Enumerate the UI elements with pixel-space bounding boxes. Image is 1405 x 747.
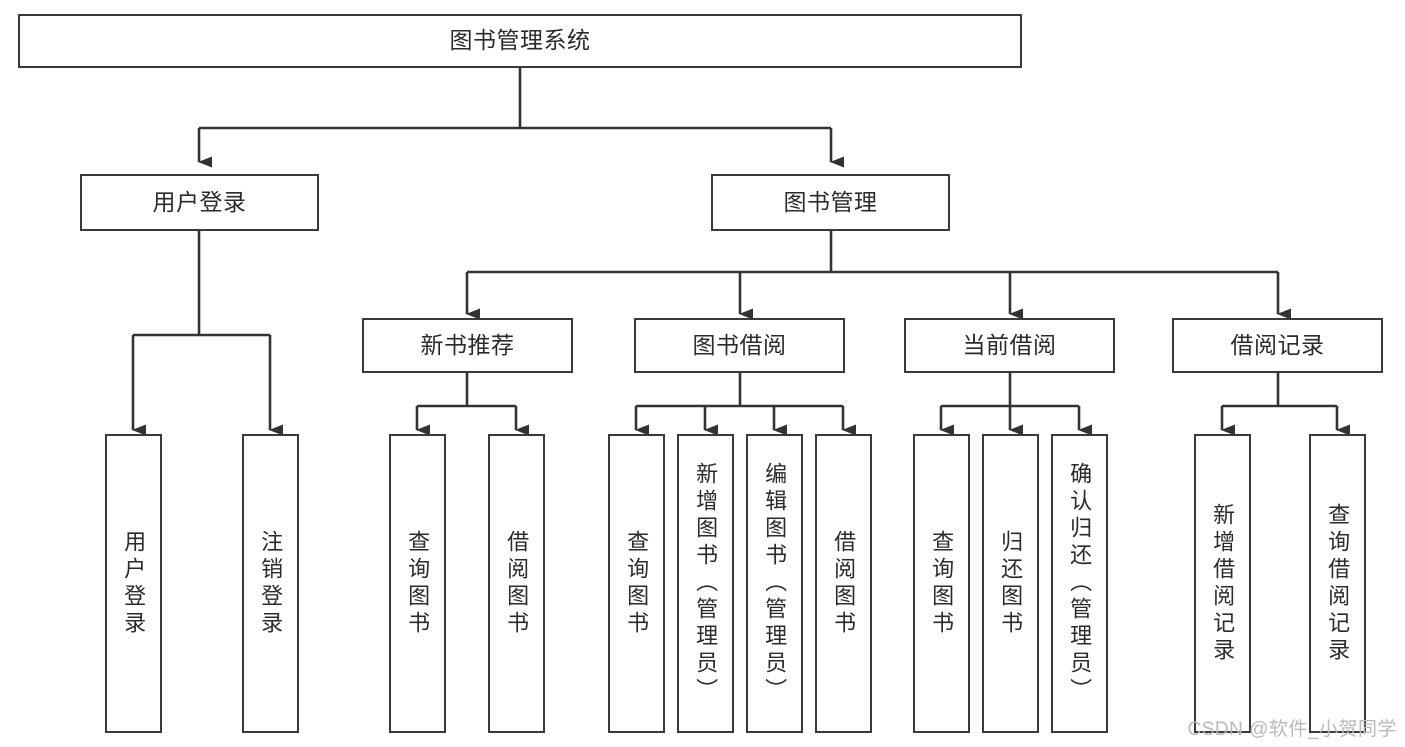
node-user-login[interactable]: 用户登录	[80, 174, 319, 231]
node-new-book-rec[interactable]: 新书推荐	[362, 318, 573, 373]
node-leaf-query-book-2[interactable]: 查询图书	[608, 434, 665, 733]
node-current-borrow-label: 当前借阅	[962, 331, 1057, 358]
node-leaf-add-book-label: 新增图书（管理员）	[693, 462, 719, 705]
node-leaf-return-book[interactable]: 归还图书	[982, 434, 1039, 733]
node-leaf-add-book[interactable]: 新增图书（管理员）	[677, 434, 734, 733]
node-leaf-borrow-book-1-label: 借阅图书	[504, 529, 530, 638]
node-leaf-borrow-book-2-label: 借阅图书	[831, 529, 857, 638]
csdn-watermark: CSDN @软件_小贺同学	[1187, 719, 1397, 740]
node-leaf-logout-login-label: 注销登录	[258, 529, 284, 638]
node-book-manage[interactable]: 图书管理	[711, 174, 950, 231]
node-leaf-return-book-label: 归还图书	[998, 529, 1024, 638]
node-borrow-record-label: 借阅记录	[1230, 331, 1325, 358]
node-leaf-logout-login[interactable]: 注销登录	[242, 434, 299, 733]
node-book-borrow-label: 图书借阅	[692, 331, 787, 358]
node-root[interactable]: 图书管理系统	[18, 14, 1022, 68]
node-leaf-edit-book[interactable]: 编辑图书（管理员）	[746, 434, 803, 733]
node-leaf-edit-book-label: 编辑图书（管理员）	[762, 462, 788, 705]
node-leaf-confirm-return[interactable]: 确认归还（管理员）	[1051, 434, 1108, 733]
node-new-book-rec-label: 新书推荐	[420, 331, 515, 358]
node-leaf-query-book-1[interactable]: 查询图书	[389, 434, 446, 733]
node-leaf-borrow-book-1[interactable]: 借阅图书	[488, 434, 545, 733]
node-leaf-query-record[interactable]: 查询借阅记录	[1309, 434, 1366, 733]
node-leaf-query-book-2-label: 查询图书	[624, 529, 650, 638]
node-leaf-query-book-3[interactable]: 查询图书	[913, 434, 970, 733]
node-leaf-query-record-label: 查询借阅记录	[1325, 502, 1351, 665]
node-book-manage-label: 图书管理	[783, 188, 878, 215]
node-book-borrow[interactable]: 图书借阅	[634, 318, 845, 373]
node-borrow-record[interactable]: 借阅记录	[1172, 318, 1383, 373]
node-leaf-add-record-label: 新增借阅记录	[1210, 502, 1236, 665]
node-user-login-label: 用户登录	[152, 188, 247, 215]
node-leaf-query-book-3-label: 查询图书	[929, 529, 955, 638]
node-leaf-query-book-1-label: 查询图书	[405, 529, 431, 638]
node-leaf-user-login[interactable]: 用户登录	[105, 434, 162, 733]
node-leaf-add-record[interactable]: 新增借阅记录	[1194, 434, 1251, 733]
node-root-label: 图书管理系统	[449, 27, 591, 54]
node-leaf-confirm-return-label: 确认归还（管理员）	[1067, 462, 1093, 705]
node-leaf-borrow-book-2[interactable]: 借阅图书	[815, 434, 872, 733]
node-leaf-user-login-label: 用户登录	[121, 529, 147, 638]
node-current-borrow[interactable]: 当前借阅	[904, 318, 1115, 373]
